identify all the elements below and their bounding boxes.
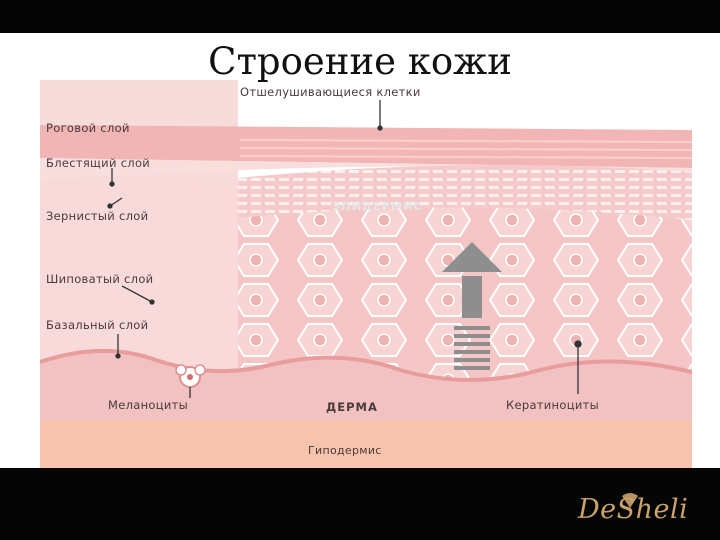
stratum-granulosum-band <box>238 165 692 220</box>
label-dermis: ДЕРМА <box>326 400 378 414</box>
bottom-bar <box>0 468 720 540</box>
melanocyte-icon <box>175 364 206 388</box>
label-stratum-basale: Базальный слой <box>46 318 149 332</box>
shell-logo-icon <box>622 493 638 508</box>
label-melanocytes: Меланоциты <box>108 398 189 412</box>
label-exfoliating-cells: Отшелушивающиеся клетки <box>240 85 421 99</box>
label-hypodermis: Гиподермис <box>308 444 382 457</box>
slide-title: Строение кожи <box>208 40 512 83</box>
dermis-band <box>40 350 692 420</box>
brand-logo: DeSheli <box>578 490 708 530</box>
top-bar <box>0 0 720 33</box>
skin-diagram-svg <box>39 80 693 468</box>
logo-text: DeSheli <box>578 494 689 525</box>
label-epidermis: ЭПИДЕРМИС <box>332 200 423 213</box>
hypodermis-band <box>40 420 692 468</box>
label-pointers <box>107 100 582 398</box>
label-stratum-granulosum: Зернистый слой <box>46 209 149 223</box>
label-stratum-lucidum: Блестящий слой <box>46 156 151 170</box>
upward-arrow-icon <box>442 242 502 370</box>
label-keratinocytes: Кератиноциты <box>506 398 599 412</box>
skin-structure-diagram: Отшелушивающиеся клетки Роговой слой Бле… <box>39 80 693 468</box>
label-stratum-spinosum: Шиповатый слой <box>46 272 154 286</box>
stratum-lucidum-band <box>40 158 692 180</box>
basal-layer-line <box>39 348 693 382</box>
label-stratum-corneum: Роговой слой <box>46 121 130 135</box>
